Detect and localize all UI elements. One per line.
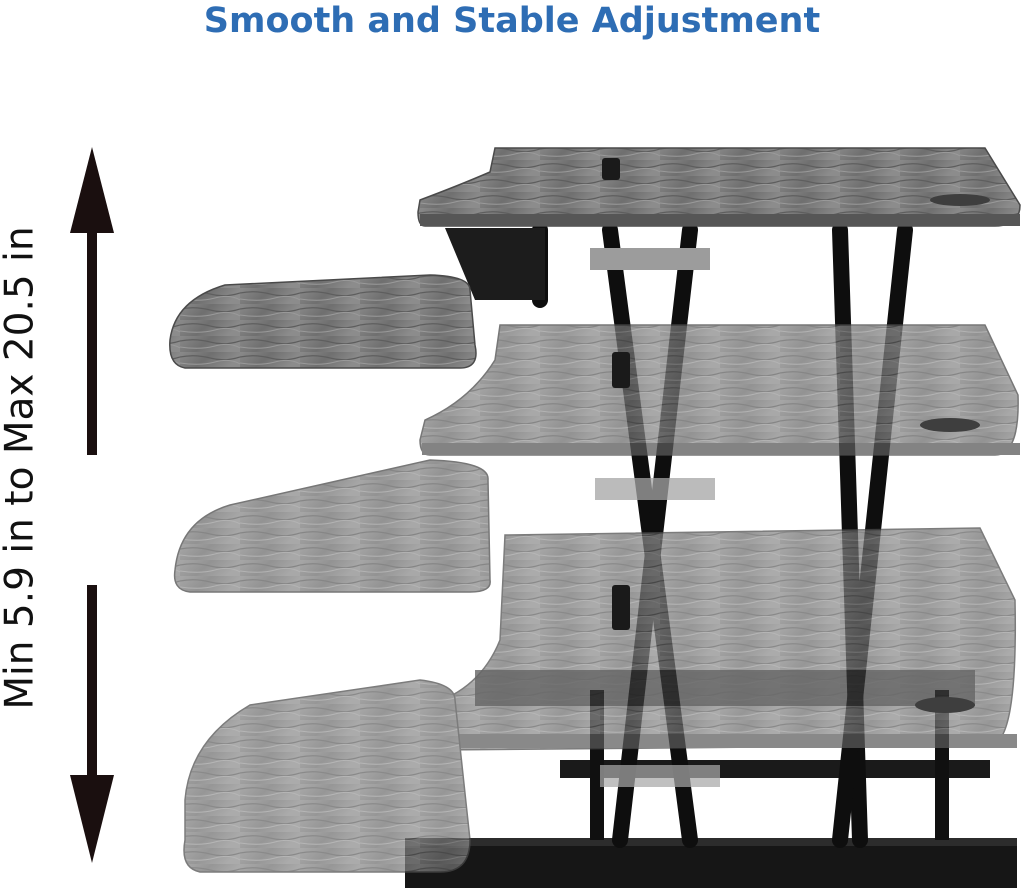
height-lever xyxy=(602,158,630,630)
headline: Smooth and Stable Adjustment xyxy=(203,1,821,41)
rear-support xyxy=(445,228,545,300)
arrow-down-head xyxy=(70,775,114,863)
height-range-arrow xyxy=(70,147,114,863)
cable-grommet xyxy=(915,194,990,713)
desk-top-min xyxy=(183,527,1017,873)
arrow-up-shaft xyxy=(87,225,97,455)
desk-top-mid xyxy=(173,324,1020,593)
arrow-down-shaft xyxy=(87,585,97,815)
desk-top-max xyxy=(169,147,1021,369)
arrow-up-head xyxy=(70,147,114,233)
